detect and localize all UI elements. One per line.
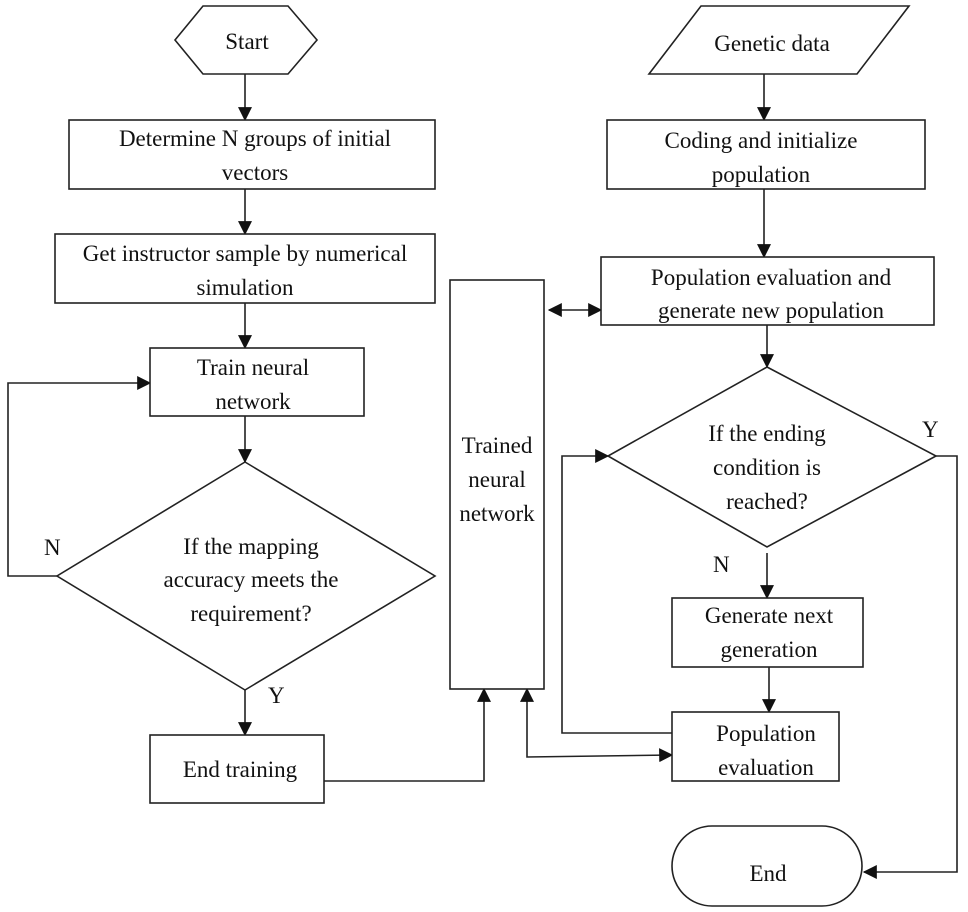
determine-vectors-box [68, 119, 436, 190]
mapping-yes-label: Y [268, 683, 285, 708]
pop-eval-line-2: evaluation [718, 755, 814, 780]
genetic-data-parallelogram [647, 5, 911, 75]
node-train-nn: Train neural network [149, 347, 365, 417]
edge-ending-yes-to-end [862, 455, 958, 879]
edge-trained-nn-pop-eval-bidirectional [520, 687, 674, 763]
node-start: Start [173, 5, 319, 75]
generate-next-line-2: generation [720, 637, 818, 662]
ending-yes-label: Y [922, 417, 939, 442]
edge-end-training-to-trained-nn [324, 687, 491, 782]
genetic-data-label: Genetic data [714, 31, 830, 56]
generate-next-box [671, 597, 864, 668]
node-end: End [671, 825, 863, 907]
node-end-training: End training [149, 734, 325, 804]
train-nn-line-1: Train neural [197, 355, 309, 380]
node-trained-nn: Trained neural network [449, 279, 545, 690]
generate-next-line-1: Generate next [705, 603, 834, 628]
train-nn-box [149, 347, 365, 417]
ending-no-label: N [713, 552, 730, 577]
trained-nn-line-3: network [459, 501, 535, 526]
end-label: End [749, 861, 787, 886]
ending-decision-line-3: reached? [726, 489, 808, 514]
instructor-sample-box [54, 233, 436, 304]
coding-init-box [606, 119, 926, 190]
determine-vectors-line-2: vectors [222, 160, 288, 185]
coding-init-line-1: Coding and initialize [665, 128, 858, 153]
end-terminator [671, 825, 863, 907]
pop-eval-box [671, 711, 840, 782]
determine-vectors-line-1: Determine N groups of initial [119, 126, 391, 151]
node-ending-decision: If the ending condition is reached? [606, 366, 938, 548]
mapping-decision-line-1: If the mapping [183, 534, 319, 559]
ending-decision-line-2: condition is [713, 455, 821, 480]
pop-eval-line-1: Population [716, 721, 816, 746]
trained-nn-line-2: neural [468, 467, 525, 492]
node-generate-next: Generate next generation [671, 597, 864, 668]
coding-init-line-2: population [712, 162, 811, 187]
node-mapping-decision: If the mapping accuracy meets the requir… [55, 461, 437, 691]
mapping-no-label: N [44, 535, 61, 560]
node-genetic-data: Genetic data [647, 5, 911, 75]
node-determine-vectors: Determine N groups of initial vectors [68, 119, 436, 190]
edge-mapping-no-loop [7, 376, 152, 577]
instructor-sample-line-2: simulation [196, 275, 294, 300]
pop-eval-generate-line-2: generate new population [658, 298, 885, 323]
node-coding-init: Coding and initialize population [606, 119, 926, 190]
ending-decision-line-1: If the ending [708, 421, 826, 446]
trained-nn-line-1: Trained [462, 433, 533, 458]
mapping-decision-line-3: requirement? [190, 601, 311, 626]
pop-eval-generate-line-1: Population evaluation and [651, 265, 892, 290]
ending-decision-diamond [606, 366, 938, 548]
mapping-decision-diamond [55, 461, 437, 691]
pop-eval-generate-box [600, 256, 935, 326]
train-nn-line-2: network [215, 389, 291, 414]
node-pop-eval-generate: Population evaluation and generate new p… [600, 256, 935, 326]
edge-pop-eval-loop-to-ending-decision [561, 449, 672, 734]
node-instructor-sample: Get instructor sample by numerical simul… [54, 233, 436, 304]
start-label: Start [225, 29, 269, 54]
mapping-decision-line-2: accuracy meets the [164, 567, 339, 592]
instructor-sample-line-1: Get instructor sample by numerical [83, 241, 407, 266]
end-training-label: End training [183, 757, 298, 782]
trained-nn-box [449, 279, 545, 690]
end-training-box [149, 734, 325, 804]
node-pop-eval: Population evaluation [671, 711, 840, 782]
start-hexagon [173, 5, 319, 75]
